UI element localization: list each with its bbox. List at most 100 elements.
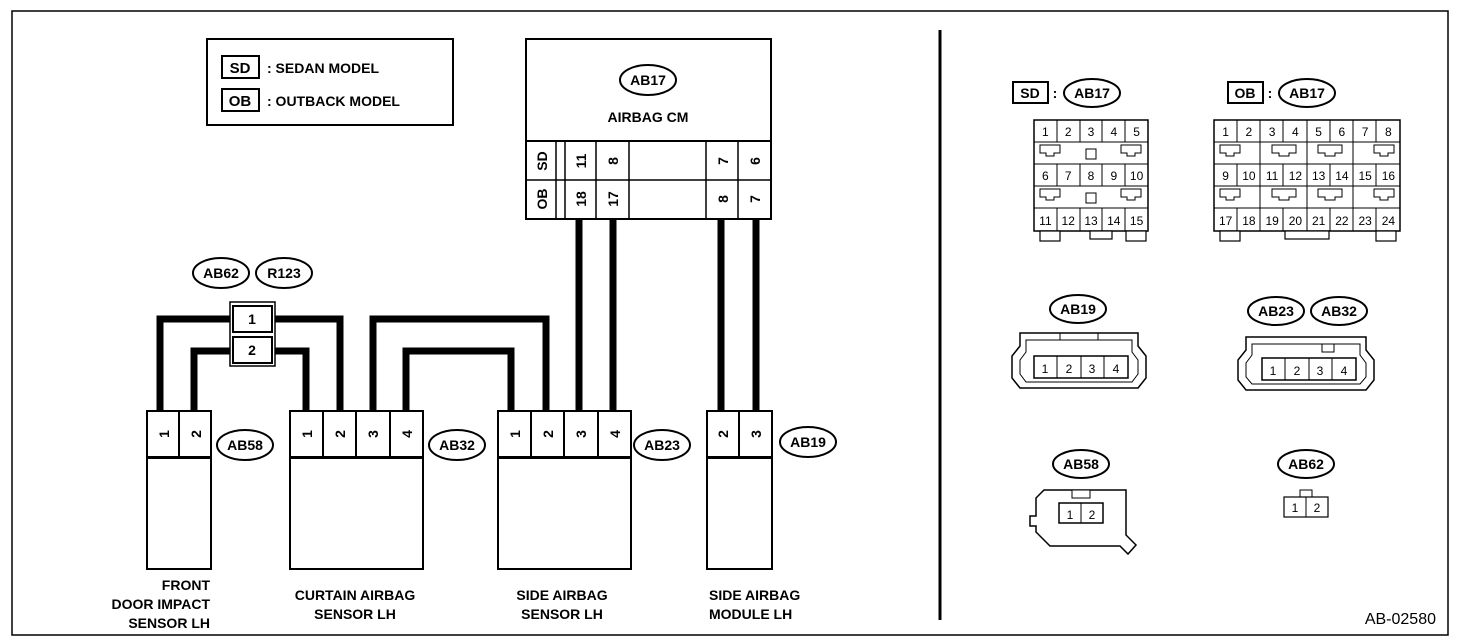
- connector-pin: 15: [1358, 169, 1372, 183]
- airbag-cm-ob-label: OB: [534, 189, 550, 210]
- connector-pin: 3: [748, 430, 764, 438]
- connector-pin: 8: [1088, 169, 1095, 183]
- connector-pin: 10: [1130, 169, 1144, 183]
- connector-pin: 15: [1130, 214, 1144, 228]
- connector-pin: 1: [299, 430, 315, 438]
- connector-pin: 4: [1341, 364, 1348, 378]
- connector-pin: 12: [1062, 214, 1076, 228]
- component-label: SENSOR LH: [521, 606, 603, 622]
- connector-pin: 2: [188, 430, 204, 438]
- joint-tag-r123-text: R123: [267, 265, 301, 281]
- connector-pin: 1: [1270, 364, 1277, 378]
- airbag-cm-sd-pin: 6: [747, 157, 763, 165]
- connector-pin: 3: [365, 430, 381, 438]
- connector-pin: 9: [1222, 169, 1229, 183]
- connector-pin: 2: [540, 430, 556, 438]
- airbag-cm-ob-pin: 18: [573, 191, 589, 207]
- airbag-cm-title: AIRBAG CM: [608, 109, 689, 125]
- wires: [156, 219, 760, 411]
- connector-pin: 14: [1335, 169, 1349, 183]
- connector-pin: 11: [1266, 169, 1279, 183]
- connector-pin: 24: [1382, 214, 1396, 228]
- component-label: SIDE AIRBAG: [709, 587, 800, 603]
- component-label: CURTAIN AIRBAG: [295, 587, 416, 603]
- wire: [402, 347, 515, 411]
- connector-pin: 3: [1089, 362, 1096, 376]
- connector-pin: 3: [1317, 364, 1324, 378]
- connector-pin: 20: [1289, 214, 1303, 228]
- wire: [273, 347, 310, 411]
- legend-ob-box: [221, 88, 260, 112]
- joint-tag-r123: [255, 257, 313, 289]
- component-label: SENSOR LH: [314, 606, 396, 622]
- connector-tag-text: AB62: [1288, 456, 1324, 472]
- connector-view-ab62: AB62 1 2: [1277, 449, 1335, 518]
- airbag-cm-sd-pin: 11: [573, 153, 589, 168]
- legend-ob-code: OB: [229, 93, 252, 110]
- connector-pin: 6: [1339, 125, 1346, 139]
- connector-view-ab23-ab32: AB23 AB32 1 2 3 4: [1237, 296, 1375, 391]
- side-airbag-sensor: 1 2 3 4 AB23 SIDE AIRBAG SENSOR LH: [497, 410, 691, 622]
- connector-pin: 4: [1292, 125, 1299, 139]
- connector-pin: 22: [1335, 214, 1349, 228]
- connector-pin: 23: [1358, 214, 1372, 228]
- connector-tag-ab23: [633, 429, 691, 461]
- connector-pin: 6: [1042, 169, 1049, 183]
- connector-pin: 16: [1382, 169, 1396, 183]
- connector-pin: 1: [507, 430, 523, 438]
- component-label: SIDE AIRBAG: [516, 587, 607, 603]
- airbag-cm-connector-text: AB17: [630, 72, 666, 88]
- connector-tag-text: AB23: [1258, 303, 1294, 319]
- connector-pin: 4: [1110, 125, 1117, 139]
- connector-pin: 10: [1242, 169, 1256, 183]
- connector-pin: 7: [1362, 125, 1369, 139]
- connector-pin: 3: [1269, 125, 1276, 139]
- connector-pin: 19: [1265, 214, 1279, 228]
- legend-sd-box: [221, 55, 260, 79]
- connector-pin: 2: [1065, 125, 1072, 139]
- connector-pin: 1: [1292, 501, 1299, 515]
- connector-pin: 4: [607, 430, 623, 438]
- connector-pin: 1: [1042, 125, 1049, 139]
- connector-tag-text: AB58: [1063, 456, 1099, 472]
- connector-pin: 1: [1042, 362, 1049, 376]
- connector-tag-ab19: [779, 426, 837, 458]
- connector-pin: 2: [1294, 364, 1301, 378]
- connector-pin: 3: [1088, 125, 1095, 139]
- wire: [156, 315, 233, 411]
- connector-tag-text: AB19: [1060, 301, 1096, 317]
- connector-pin: 2: [332, 430, 348, 438]
- connector-pin: 4: [399, 430, 415, 438]
- legend-ob-text: : OUTBACK MODEL: [267, 93, 400, 109]
- outer-frame: [11, 10, 1449, 636]
- component-label: FRONT: [162, 577, 211, 593]
- airbag-cm-ob-pin: 17: [605, 191, 621, 207]
- connector-tag-ab58: [216, 429, 274, 461]
- connector-pin: 2: [715, 430, 731, 438]
- connector-pin: 14: [1107, 214, 1121, 228]
- connector-pin: 5: [1133, 125, 1140, 139]
- connector-pin: 17: [1219, 214, 1233, 228]
- connector-tag-text: AB19: [790, 434, 826, 450]
- connector-tag-text: AB32: [1321, 303, 1357, 319]
- separator: :: [1268, 85, 1273, 101]
- component-label: MODULE LH: [709, 606, 792, 622]
- model-code: SD: [1020, 85, 1039, 101]
- joint-tag-ab62: [192, 257, 250, 289]
- airbag-cm-ob-pin: 7: [747, 195, 763, 203]
- connector-tag-text: AB17: [1289, 85, 1325, 101]
- connector-pin: 7: [1065, 169, 1072, 183]
- airbag-cm-connector-tag: [619, 64, 677, 96]
- wire: [273, 315, 344, 411]
- connector-pin: 13: [1312, 169, 1326, 183]
- joint-pin: 1: [248, 311, 256, 327]
- connector-pin: 2: [1089, 508, 1096, 522]
- wire: [190, 347, 233, 411]
- connector-pin: 1: [1067, 508, 1074, 522]
- airbag-cm: AB17 AIRBAG CM SD OB 11 8 7 6 18 17 8 7: [525, 38, 772, 220]
- connector-tag-text: AB17: [1074, 85, 1110, 101]
- airbag-cm-ob-pin: 8: [715, 195, 731, 203]
- joint-connector: AB62 R123 1 2: [192, 257, 313, 367]
- side-airbag-module: 2 3 AB19 SIDE AIRBAG MODULE LH: [706, 410, 837, 622]
- figure-id: AB-02580: [1365, 611, 1436, 628]
